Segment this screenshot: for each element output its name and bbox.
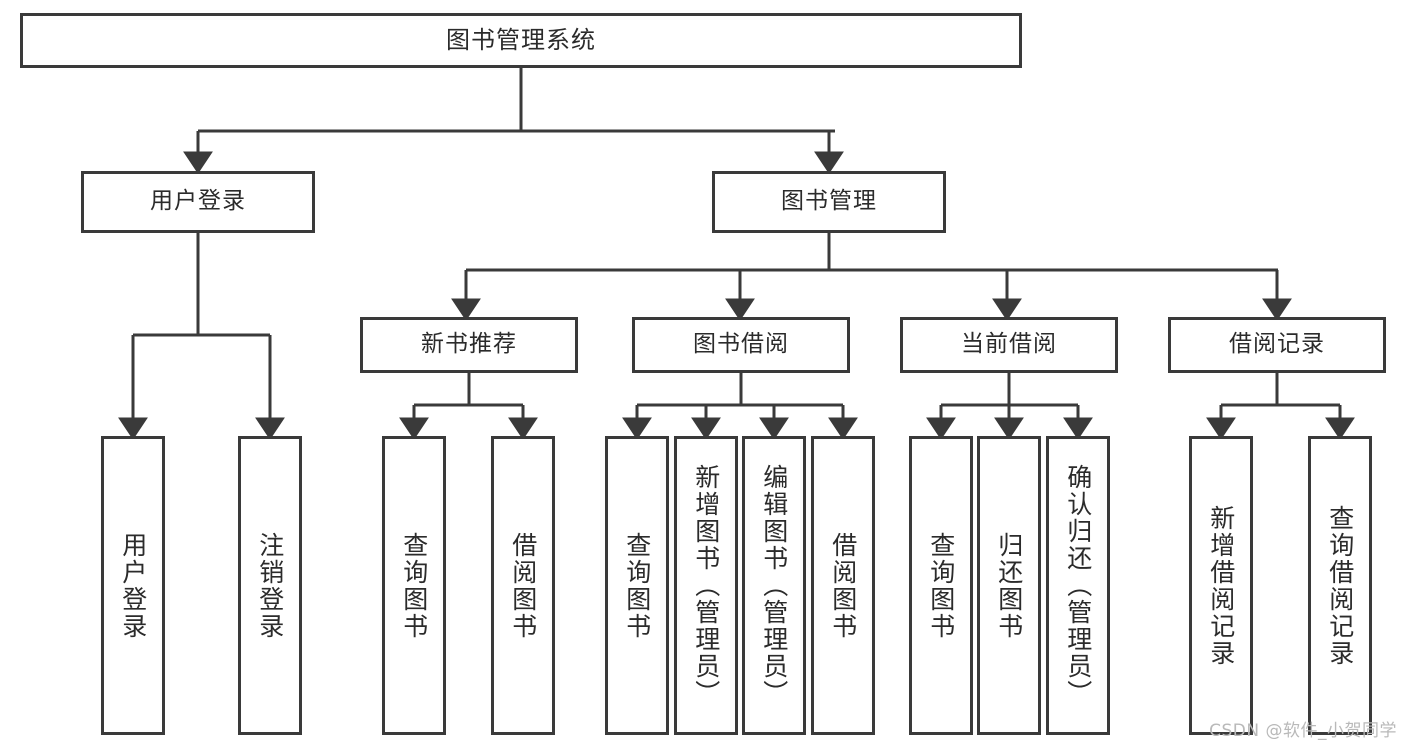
node-label: 查询图书 xyxy=(399,531,429,640)
node-label: 图书管理 xyxy=(781,188,877,215)
node-label: 图书管理系统 xyxy=(446,26,596,55)
node-leaf-borrow-book-2[interactable]: 借阅图书 xyxy=(811,436,875,735)
node-book-borrow[interactable]: 图书借阅 xyxy=(632,317,850,373)
node-label: 用户登录 xyxy=(150,188,246,215)
node-current-borrow[interactable]: 当前借阅 xyxy=(900,317,1118,373)
node-root-book-management-system[interactable]: 图书管理系统 xyxy=(20,13,1022,68)
node-user-login[interactable]: 用户登录 xyxy=(81,171,315,233)
node-leaf-user-login[interactable]: 用户登录 xyxy=(101,436,165,735)
node-label: 新增借阅记录 xyxy=(1206,504,1236,667)
node-leaf-confirm-return[interactable]: 确认归还（管理员） xyxy=(1046,436,1110,735)
node-label: 新书推荐 xyxy=(421,331,517,358)
node-label: 借阅图书 xyxy=(828,531,858,640)
node-label: 当前借阅 xyxy=(961,331,1057,358)
node-label: 确认归还（管理员） xyxy=(1063,464,1093,707)
node-leaf-add-book[interactable]: 新增图书（管理员） xyxy=(674,436,738,735)
node-label: 注销登录 xyxy=(255,531,285,640)
node-label: 编辑图书（管理员） xyxy=(759,464,789,707)
node-borrow-record[interactable]: 借阅记录 xyxy=(1168,317,1386,373)
node-label: 图书借阅 xyxy=(693,331,789,358)
node-label: 借阅图书 xyxy=(508,531,538,640)
node-leaf-query-record[interactable]: 查询借阅记录 xyxy=(1308,436,1372,735)
node-label: 查询借阅记录 xyxy=(1325,504,1355,667)
node-book-management[interactable]: 图书管理 xyxy=(712,171,946,233)
node-leaf-edit-book[interactable]: 编辑图书（管理员） xyxy=(742,436,806,735)
node-label: 用户登录 xyxy=(118,531,148,640)
node-label: 查询图书 xyxy=(622,531,652,640)
node-label: 查询图书 xyxy=(926,531,956,640)
node-leaf-query-book-2[interactable]: 查询图书 xyxy=(605,436,669,735)
node-new-book-recommend[interactable]: 新书推荐 xyxy=(360,317,578,373)
node-leaf-query-book-1[interactable]: 查询图书 xyxy=(382,436,446,735)
node-leaf-add-record[interactable]: 新增借阅记录 xyxy=(1189,436,1253,735)
node-leaf-borrow-book-1[interactable]: 借阅图书 xyxy=(491,436,555,735)
node-label: 借阅记录 xyxy=(1229,331,1325,358)
watermark-text: CSDN @软件_小贺同学 xyxy=(1209,721,1397,741)
node-leaf-return-book[interactable]: 归还图书 xyxy=(977,436,1041,735)
node-label: 新增图书（管理员） xyxy=(691,464,721,707)
node-label: 归还图书 xyxy=(994,531,1024,640)
node-leaf-user-logout[interactable]: 注销登录 xyxy=(238,436,302,735)
node-leaf-query-book-3[interactable]: 查询图书 xyxy=(909,436,973,735)
